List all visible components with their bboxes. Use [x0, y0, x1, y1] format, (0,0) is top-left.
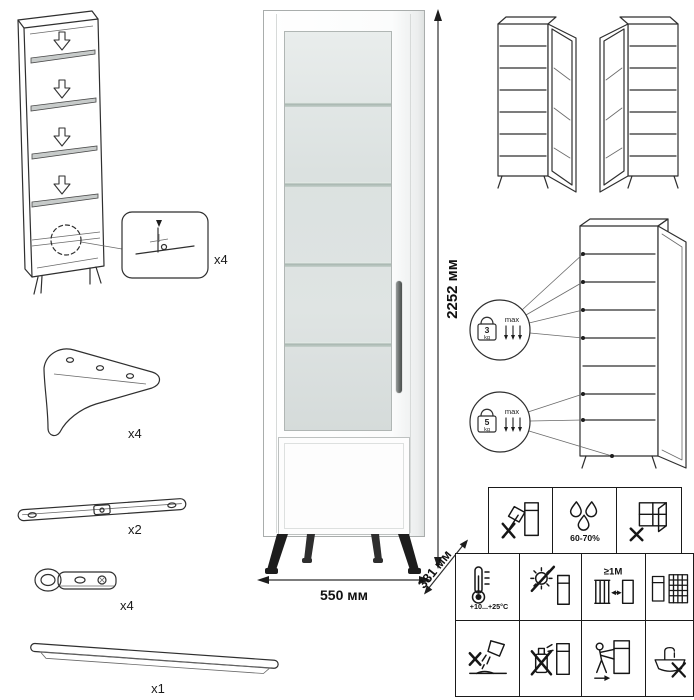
- door-orientation-diagrams: [497, 16, 679, 193]
- shelf-support-detail-box: [121, 211, 209, 279]
- load-leader-lines: [521, 253, 613, 457]
- cabinet-door-right: [497, 16, 577, 193]
- no-impact-icon: [488, 487, 553, 554]
- height-value: 2252 мм: [444, 259, 461, 319]
- cabinet-door-left: [599, 16, 679, 193]
- humidity-icon: 60-70%: [552, 487, 617, 554]
- shelf-load-unit: kg: [484, 335, 490, 341]
- no-direct-sunlight-icon: [519, 553, 582, 621]
- shelf-load-value: 3: [485, 325, 490, 335]
- glass-shelf: [285, 262, 391, 267]
- leg-qty: x4: [128, 426, 142, 441]
- shelf-load-note: max: [505, 315, 519, 324]
- rail-part-diagram: x2: [17, 498, 187, 537]
- handle-part-diagram: x1: [30, 642, 279, 696]
- no-washing-icon: [645, 620, 694, 697]
- hinge-part-diagram: x4: [34, 568, 134, 613]
- shelf-insert-arrow: [53, 175, 71, 195]
- width-value: 550 мм: [320, 587, 368, 603]
- door-seam: [276, 14, 277, 533]
- shelf-load-limit-badge: 3 kg max: [469, 299, 531, 361]
- no-window-draft-icon: [616, 487, 682, 554]
- shelf-insert-arrow: [53, 127, 71, 147]
- bottom-door-panel: [278, 437, 410, 535]
- bottom-panel-frame: [284, 443, 404, 529]
- depth-value: 381 мм: [415, 547, 455, 591]
- glass-shelf: [285, 182, 391, 187]
- leg-part-diagram: x4: [43, 348, 161, 441]
- shelf-insert-arrow: [53, 31, 71, 51]
- cabinet-front-view: [263, 10, 425, 537]
- ventilation-grille-icon: [645, 553, 694, 621]
- cabinet-legs: [265, 534, 421, 574]
- handle-qty: x1: [151, 681, 165, 696]
- min-distance-value: ≥1M: [603, 567, 622, 578]
- temperature-range-icon: +10...+25°C: [455, 553, 520, 621]
- detail-callout-circle: [50, 224, 82, 256]
- humidity-range: 60-70%: [570, 533, 600, 543]
- width-dimension: 550 мм: [257, 576, 431, 603]
- door-handle: [396, 281, 402, 393]
- glass-shelf: [285, 102, 391, 107]
- height-dimension: 2252 мм: [434, 9, 461, 569]
- bottom-load-unit: kg: [484, 427, 490, 433]
- hinge-qty: x4: [120, 598, 134, 613]
- no-chemicals-icon: [519, 620, 582, 697]
- carry-when-moving-icon: [581, 620, 646, 697]
- no-liquids-icon: [455, 620, 520, 697]
- rail-qty: x2: [128, 522, 142, 537]
- radiator-distance-icon: ≥1M: [581, 553, 646, 621]
- depth-dimension: 381 мм: [415, 539, 468, 595]
- shelf-support-qty: x4: [214, 252, 228, 267]
- glass-shelf: [285, 342, 391, 347]
- bottom-load-value: 5: [485, 417, 490, 427]
- temperature-range: +10...+25°C: [469, 602, 507, 611]
- bottom-load-limit-badge: 5 kg max: [469, 391, 531, 453]
- assembly-shelves-diagram: x4: [17, 10, 228, 295]
- bottom-load-note: max: [505, 407, 519, 416]
- glass-door: [284, 31, 392, 431]
- door-seam: [410, 14, 411, 533]
- shelf-load-diagram: 3 kg max 5 kg max: [469, 218, 687, 469]
- shelf-insert-arrow: [53, 79, 71, 99]
